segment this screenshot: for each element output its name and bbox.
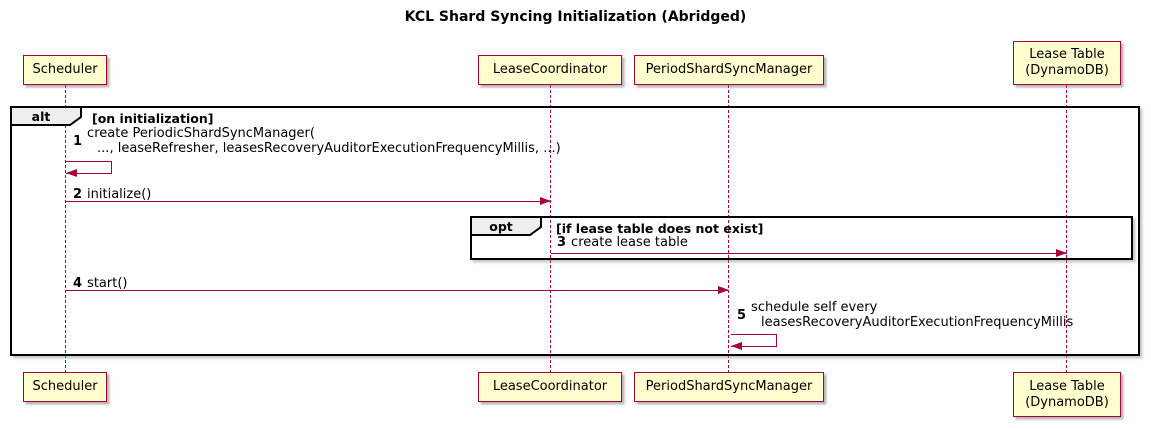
participant-leasetable-top: Lease Table (DynamoDB) — [1013, 41, 1121, 85]
message-1-number: 1 — [73, 133, 83, 149]
participant-leasecoordinator-bottom: LeaseCoordinator — [478, 372, 622, 402]
participant-scheduler-bottom: Scheduler — [23, 372, 107, 402]
message-5-arrowhead-icon — [731, 342, 742, 350]
message-1-line2: ..., leaseRefresher, leasesRecoveryAudit… — [97, 141, 561, 156]
message-4-arrowhead-icon — [718, 286, 729, 294]
alt-guard: [on initialization] — [92, 111, 214, 126]
lifeline-leasecoordinator — [550, 85, 551, 373]
message-1-self-arrow — [66, 161, 112, 174]
message-1-arrowhead-icon — [66, 169, 77, 177]
message-2-text: initialize() — [87, 187, 152, 202]
message-1: 1 create PeriodicShardSyncManager( ..., … — [73, 126, 561, 156]
participant-leasetable-bottom: Lease Table (DynamoDB) — [1013, 372, 1121, 417]
message-3-arrow — [551, 253, 1067, 255]
message-3-text: create lease table — [571, 235, 688, 250]
message-5-self-arrow — [731, 334, 777, 347]
alt-operator-label: alt — [31, 109, 51, 124]
message-2-arrow — [66, 201, 551, 203]
lifeline-periodshardsyncmanager — [728, 85, 729, 373]
participant-periodshardsyncmanager-top: PeriodShardSyncManager — [634, 55, 824, 85]
opt-fragment: opt [if lease table does not exist] — [470, 216, 1133, 260]
message-5-line2: leasesRecoveryAuditorExecutionFrequencyM… — [761, 315, 1074, 330]
message-2-arrowhead-icon — [540, 197, 551, 205]
message-3-number: 3 — [557, 235, 567, 250]
message-4-arrow — [66, 290, 729, 292]
lifeline-scheduler — [65, 85, 66, 373]
opt-operator-pentagon — [470, 216, 542, 236]
message-3: 3 create lease table — [557, 235, 688, 250]
alt-operator-pentagon — [10, 106, 82, 126]
lifeline-leasetable — [1066, 85, 1067, 373]
message-4: 4 start() — [73, 276, 127, 291]
message-2: 2 initialize() — [73, 187, 151, 202]
message-4-text: start() — [87, 276, 128, 291]
opt-operator-label: opt — [489, 219, 513, 234]
message-5-number: 5 — [737, 307, 747, 323]
opt-guard: [if lease table does not exist] — [556, 221, 764, 236]
message-5: 5 schedule self every leasesRecoveryAudi… — [737, 300, 1073, 330]
message-3-arrowhead-icon — [1056, 249, 1067, 257]
message-5-line1: schedule self every — [751, 300, 878, 315]
participant-leasecoordinator-top: LeaseCoordinator — [478, 55, 622, 85]
alt-fragment: alt [on initialization] — [10, 106, 1140, 356]
message-2-number: 2 — [73, 187, 83, 202]
participant-periodshardsyncmanager-bottom: PeriodShardSyncManager — [634, 372, 824, 402]
diagram-title: KCL Shard Syncing Initialization (Abridg… — [404, 9, 747, 25]
message-1-line1: create PeriodicShardSyncManager( — [87, 126, 315, 141]
message-4-number: 4 — [73, 276, 83, 291]
participant-scheduler-top: Scheduler — [23, 55, 107, 85]
